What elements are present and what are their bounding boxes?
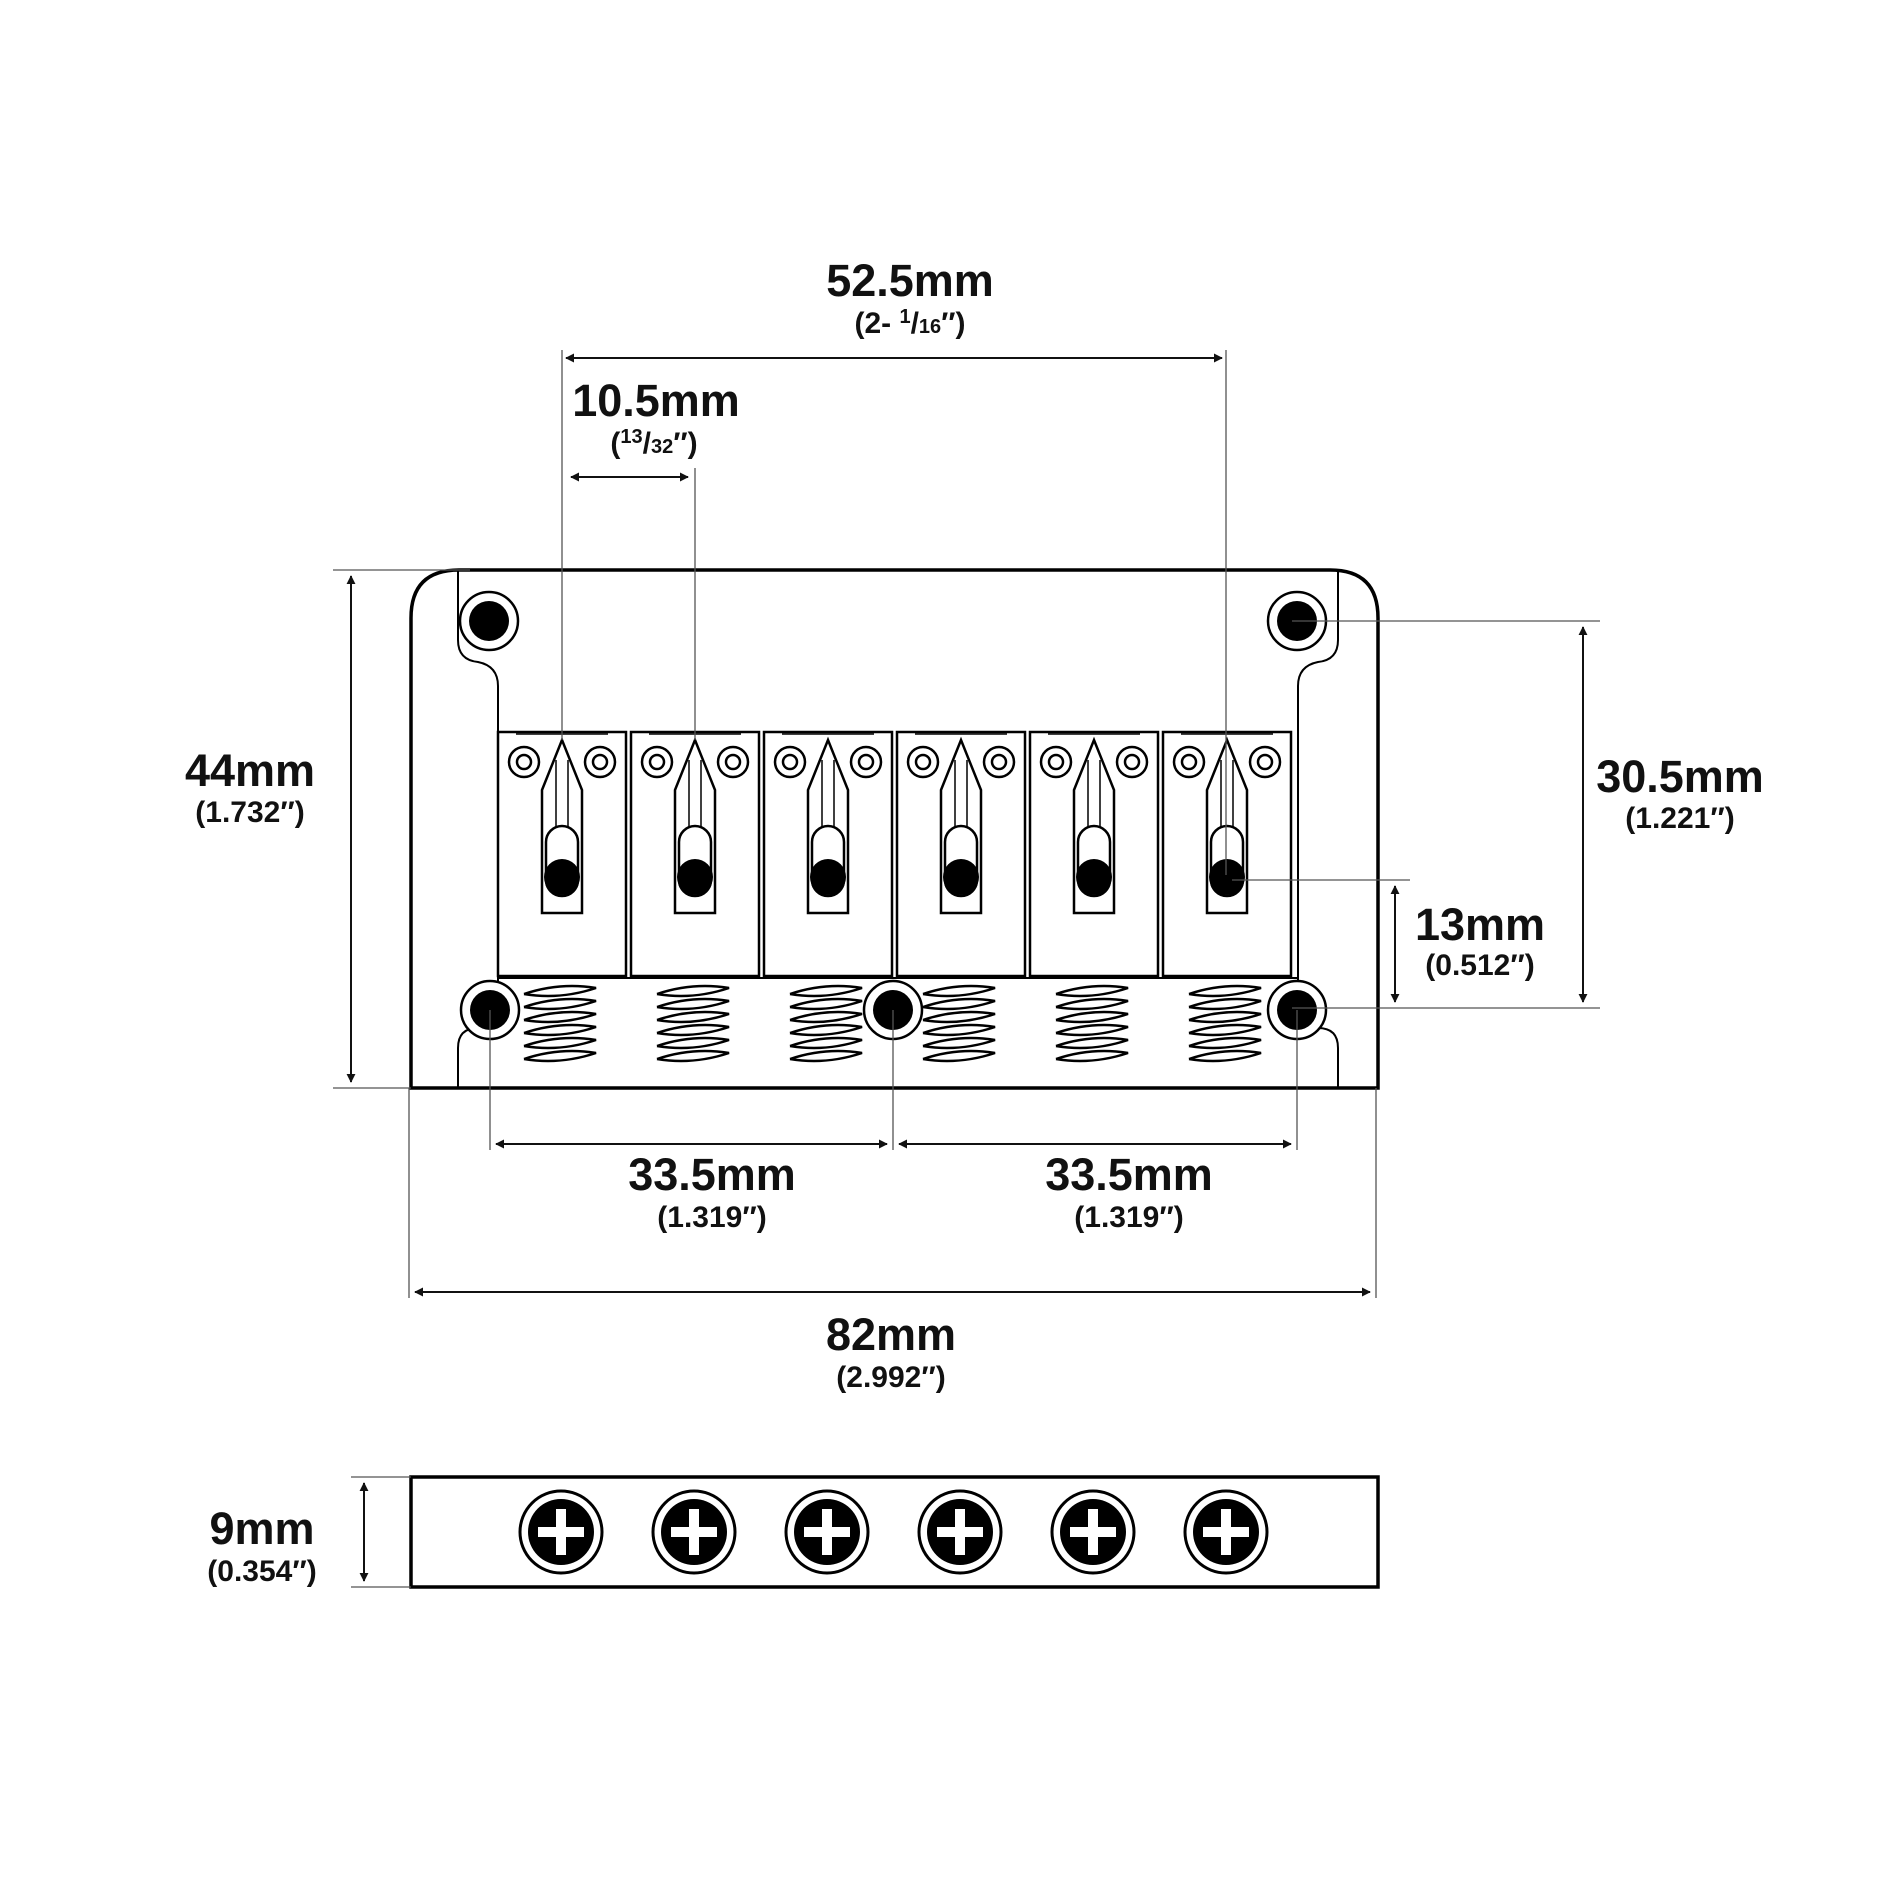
saddle (496, 730, 628, 978)
spring-icon (523, 984, 597, 1063)
saddle-height-screw-icon (1248, 745, 1282, 779)
saddles (496, 730, 1293, 978)
saddle-height-screw-icon (716, 745, 750, 779)
string-anchor-icon (1076, 859, 1112, 895)
dimension-string-spacing: 10.5mm (13/32″) (570, 375, 740, 740)
dimension-plate-width: 82mm (2.992″) (408, 1088, 1377, 1394)
string-anchor-icon (544, 859, 580, 895)
saddle-height-screw-icon (1172, 745, 1206, 779)
side-height-imperial: (0.354″) (207, 1555, 316, 1588)
bridge-side-view (409, 1475, 1380, 1589)
hole-spacing-right-imperial: (1.319″) (1074, 1201, 1183, 1234)
saddle-height-screw-icon (773, 745, 807, 779)
spring-icon (1055, 984, 1129, 1063)
saddle-height-screw-icon (1039, 745, 1073, 779)
phillips-screw-icon (518, 1489, 604, 1575)
string-anchor-icon (810, 859, 846, 895)
dimension-pivot-offset: 13mm (0.512″) (1232, 879, 1545, 1003)
string-spread-imperial: (2- 1/16″) (854, 306, 965, 340)
phillips-screw-icon (1050, 1489, 1136, 1575)
phillips-screw-icon (651, 1489, 737, 1575)
mount-hole-vertical-metric: 30.5mm (1596, 751, 1764, 802)
string-spacing-metric: 10.5mm (572, 375, 740, 426)
phillips-screw-icon (1183, 1489, 1269, 1575)
saddle-height-screw-icon (1115, 745, 1149, 779)
dimension-mount-hole-vertical: 30.5mm (1.221″) (1292, 620, 1764, 1009)
dimension-hole-spacing-right: 33.5mm (1.319″) (898, 1010, 1298, 1234)
bridge-plate-inner-contour (457, 570, 1339, 979)
saddle (629, 730, 761, 978)
saddle-springs (523, 984, 1262, 1063)
saddle-height-screw-icon (849, 745, 883, 779)
string-anchor-icon (677, 859, 713, 895)
mount-hole-top-left (458, 590, 520, 652)
hole-spacing-left-metric: 33.5mm (628, 1149, 796, 1200)
saddle-height-screw-icon (982, 745, 1016, 779)
saddle-height-screw-icon (583, 745, 617, 779)
pivot-offset-imperial: (0.512″) (1425, 949, 1534, 982)
dimension-plate-depth: 44mm (1.732″) (185, 569, 470, 1089)
spring-icon (922, 984, 996, 1063)
hole-spacing-left-imperial: (1.319″) (657, 1201, 766, 1234)
plate-depth-metric: 44mm (185, 745, 315, 796)
dimension-hole-spacing-left: 33.5mm (1.319″) (489, 1010, 894, 1234)
string-spread-metric: 52.5mm (826, 255, 994, 306)
dimension-side-height: 9mm (0.354″) (207, 1476, 411, 1588)
saddle (1161, 730, 1293, 978)
saddle (895, 730, 1027, 978)
bridge-top-view (409, 568, 1380, 1090)
saddle-height-screw-icon (906, 745, 940, 779)
saddle (1028, 730, 1160, 978)
saddle (762, 730, 894, 978)
plate-width-imperial: (2.992″) (836, 1361, 945, 1394)
string-spacing-imperial: (13/32″) (610, 426, 697, 460)
string-anchor-icon (1209, 859, 1245, 895)
plate-width-metric: 82mm (826, 1309, 956, 1360)
string-anchor-icon (943, 859, 979, 895)
dimension-string-spread: 52.5mm (2- 1/16″) (561, 255, 1227, 875)
pivot-offset-metric: 13mm (1415, 899, 1545, 950)
phillips-screw-icon (784, 1489, 870, 1575)
plate-depth-imperial: (1.732″) (195, 796, 304, 829)
mount-hole-vertical-imperial: (1.221″) (1625, 802, 1734, 835)
saddle-height-screw-icon (640, 745, 674, 779)
spring-icon (1188, 984, 1262, 1063)
intonation-screws (518, 1489, 1269, 1575)
spring-icon (789, 984, 863, 1063)
spring-icon (656, 984, 730, 1063)
side-height-metric: 9mm (209, 1503, 314, 1554)
saddle-height-screw-icon (507, 745, 541, 779)
hole-spacing-right-metric: 33.5mm (1045, 1149, 1213, 1200)
phillips-screw-icon (917, 1489, 1003, 1575)
